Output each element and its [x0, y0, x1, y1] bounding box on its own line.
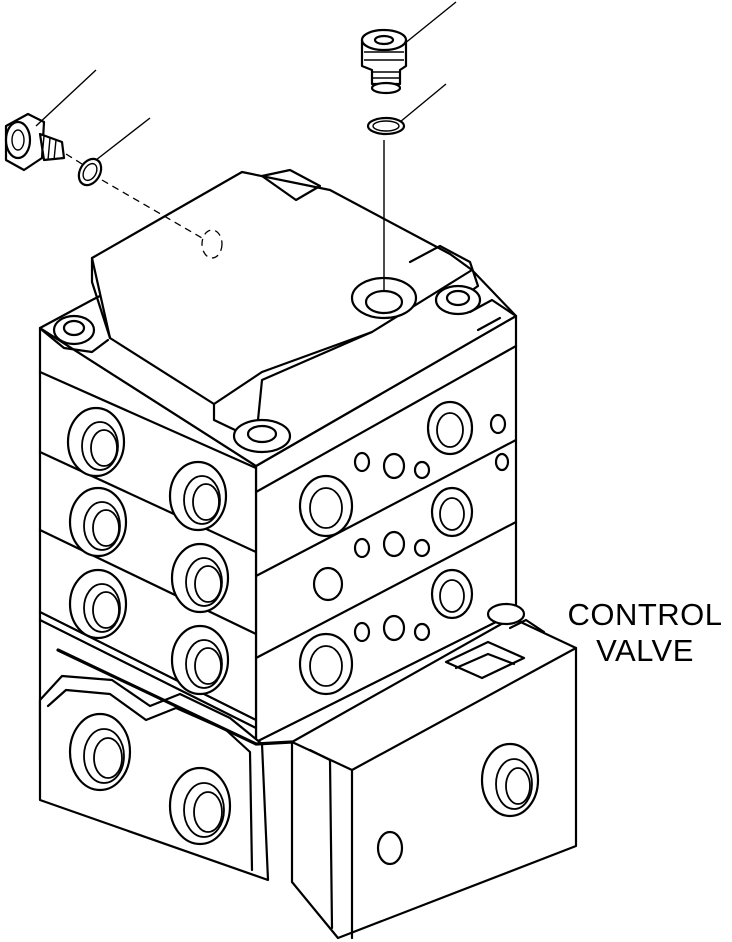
leader-lines	[35, 1, 457, 161]
control-valve-body	[38, 168, 578, 940]
o-ring-left	[77, 157, 103, 187]
label-line-1: CONTROL	[567, 597, 723, 632]
control-valve-label: CONTROL VALVE	[560, 597, 730, 669]
right-face-ports	[298, 400, 540, 866]
plug-top	[360, 28, 408, 95]
left-plug-path-line	[65, 153, 203, 239]
label-line-2: VALVE	[596, 633, 694, 668]
plug-left	[4, 112, 66, 172]
o-ring-top	[366, 116, 406, 136]
left-face-ports	[66, 406, 232, 846]
